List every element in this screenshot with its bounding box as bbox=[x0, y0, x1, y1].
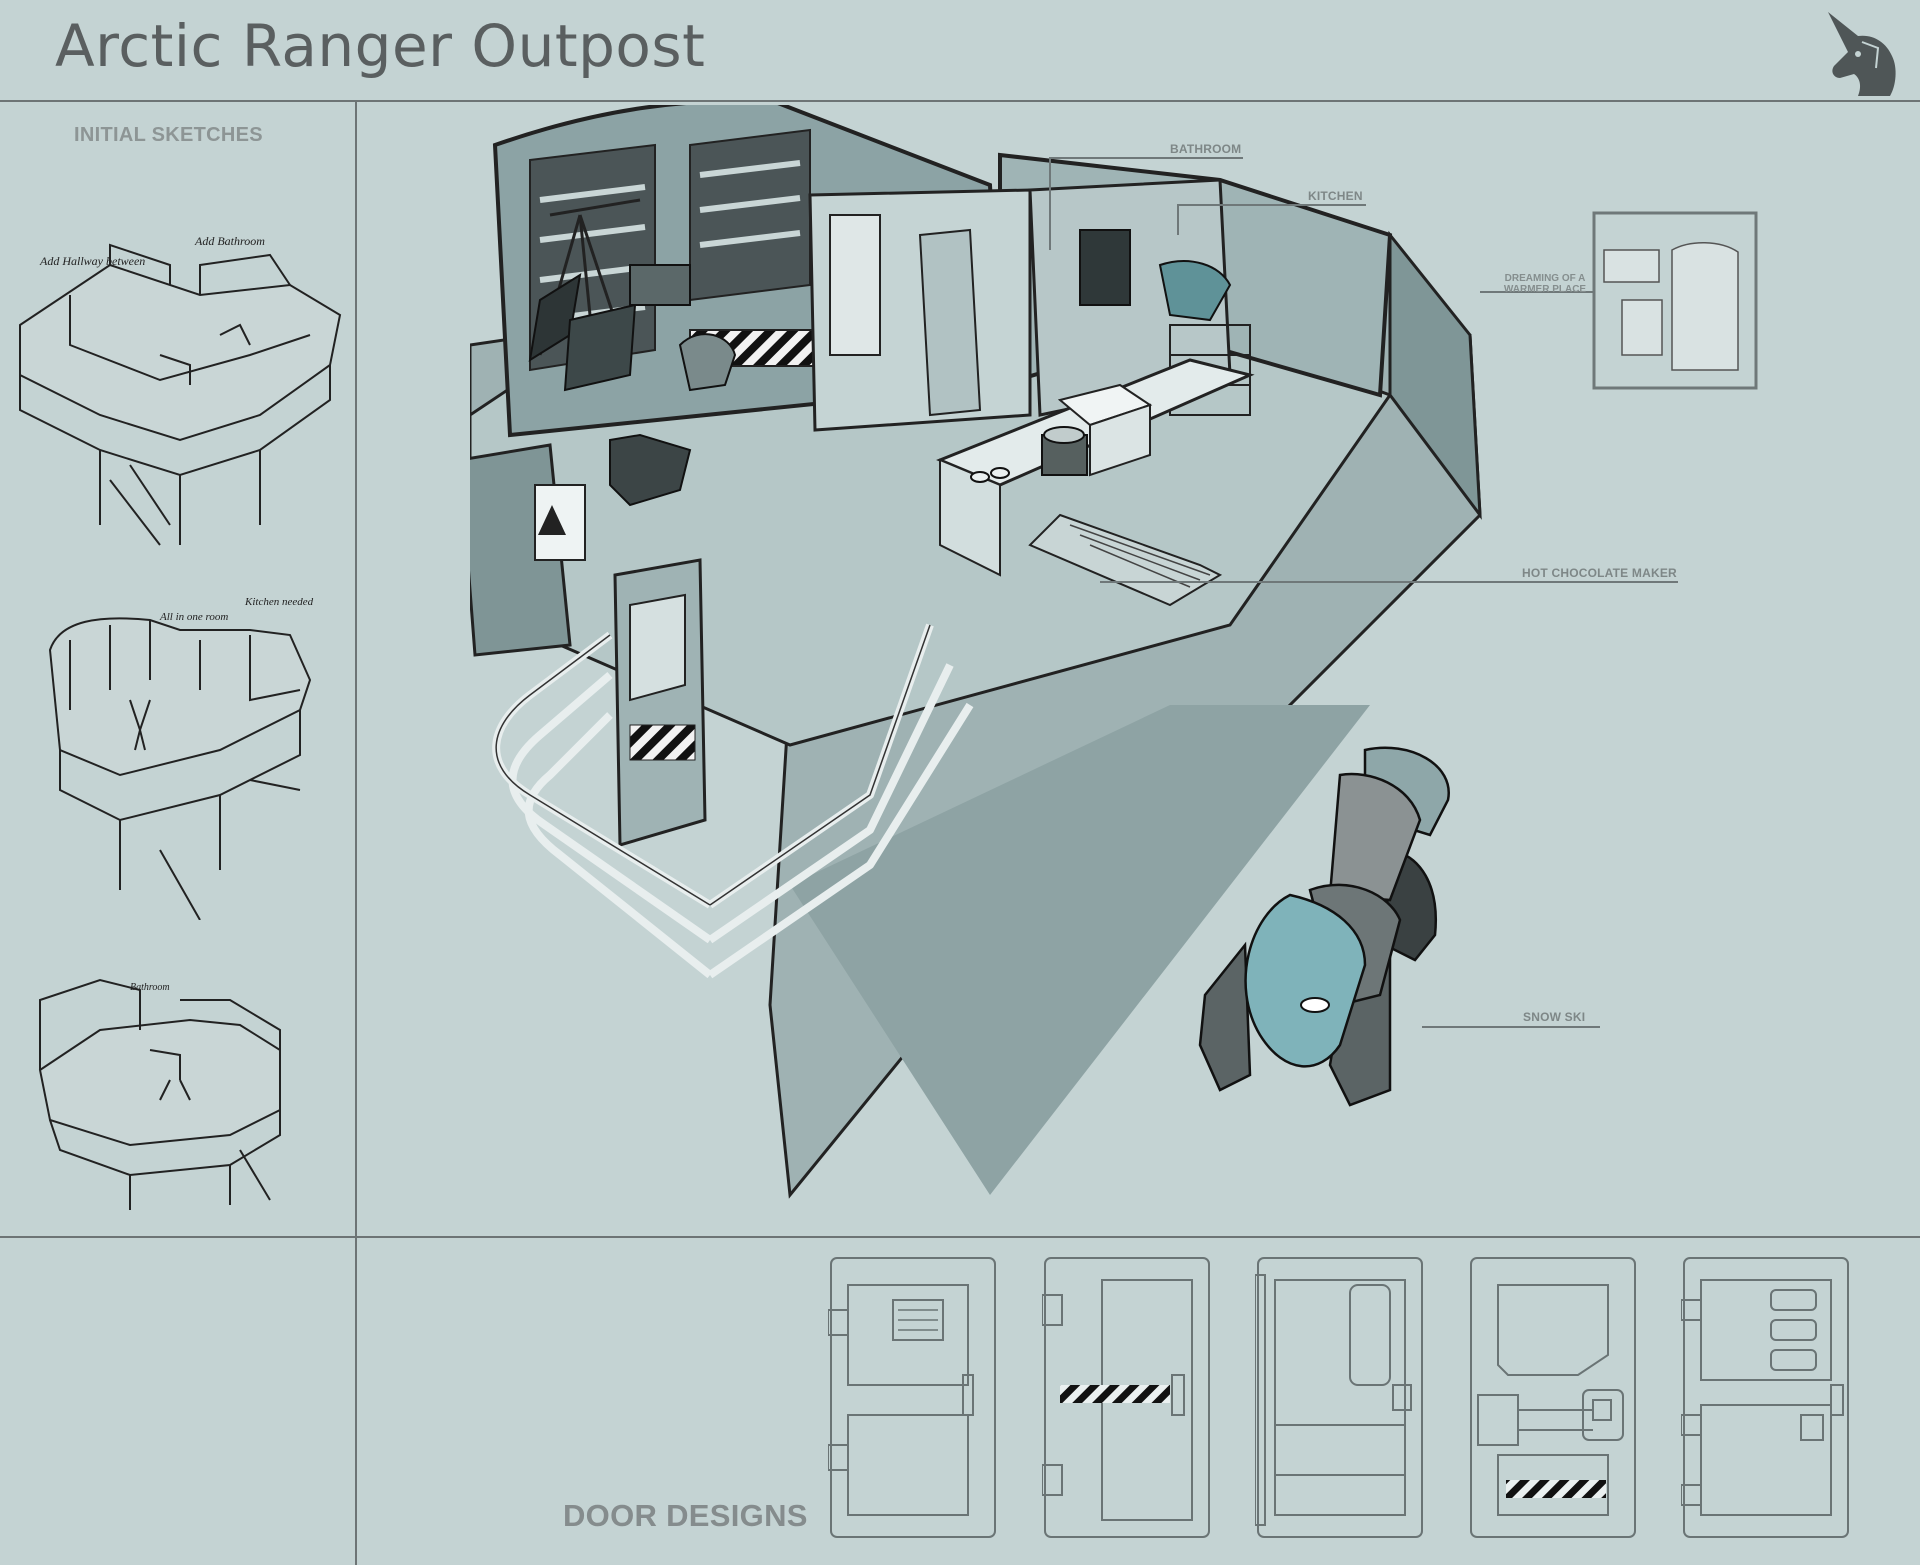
footer-divider bbox=[0, 1236, 1920, 1238]
doors-heading: DOOR DESIGNS bbox=[563, 1498, 808, 1533]
door-design-2 bbox=[1042, 1257, 1210, 1538]
door-design-1 bbox=[828, 1257, 996, 1538]
sketch-1: Add Hallway between Add Bathroom bbox=[19, 234, 342, 546]
callout-kitchen: KITCHEN bbox=[1308, 189, 1363, 203]
sketch-note-1: Add Hallway between bbox=[39, 254, 145, 268]
outpost-cutaway-illustration bbox=[470, 105, 1482, 1199]
door-design-4 bbox=[1470, 1257, 1636, 1538]
sketch-note-5: Bathroom bbox=[130, 982, 170, 993]
callout-hot-chocolate: HOT CHOCOLATE MAKER bbox=[1522, 566, 1677, 580]
sketch-2: All in one room Kitchen needed bbox=[48, 596, 314, 920]
unicorn-head-icon bbox=[1828, 12, 1896, 96]
sketches-heading: INITIAL SKETCHES bbox=[74, 124, 263, 146]
callout-bathroom: BATHROOM bbox=[1170, 142, 1242, 156]
sketch-3: Bathroom bbox=[38, 978, 281, 1210]
callout-dreaming-line2: WARMER PLACE bbox=[1503, 284, 1587, 295]
sketch-note-4: Kitchen needed bbox=[244, 596, 314, 608]
callout-dreaming: DREAMING OF A WARMER PLACE bbox=[1500, 273, 1590, 295]
snowmobile-illustration bbox=[1198, 746, 1450, 1107]
door-design-5 bbox=[1681, 1257, 1849, 1538]
page-title: Arctic Ranger Outpost bbox=[55, 12, 706, 80]
callout-dreaming-line1: DREAMING OF A bbox=[1504, 273, 1586, 284]
header-divider bbox=[0, 100, 1920, 102]
callout-snow-ski: SNOW SKI bbox=[1523, 1010, 1586, 1024]
door-design-3 bbox=[1255, 1257, 1423, 1538]
sketch-note-3: All in one room bbox=[159, 611, 228, 623]
sidebar-divider bbox=[355, 100, 357, 1565]
sketch-note-2: Add Bathroom bbox=[194, 234, 265, 248]
